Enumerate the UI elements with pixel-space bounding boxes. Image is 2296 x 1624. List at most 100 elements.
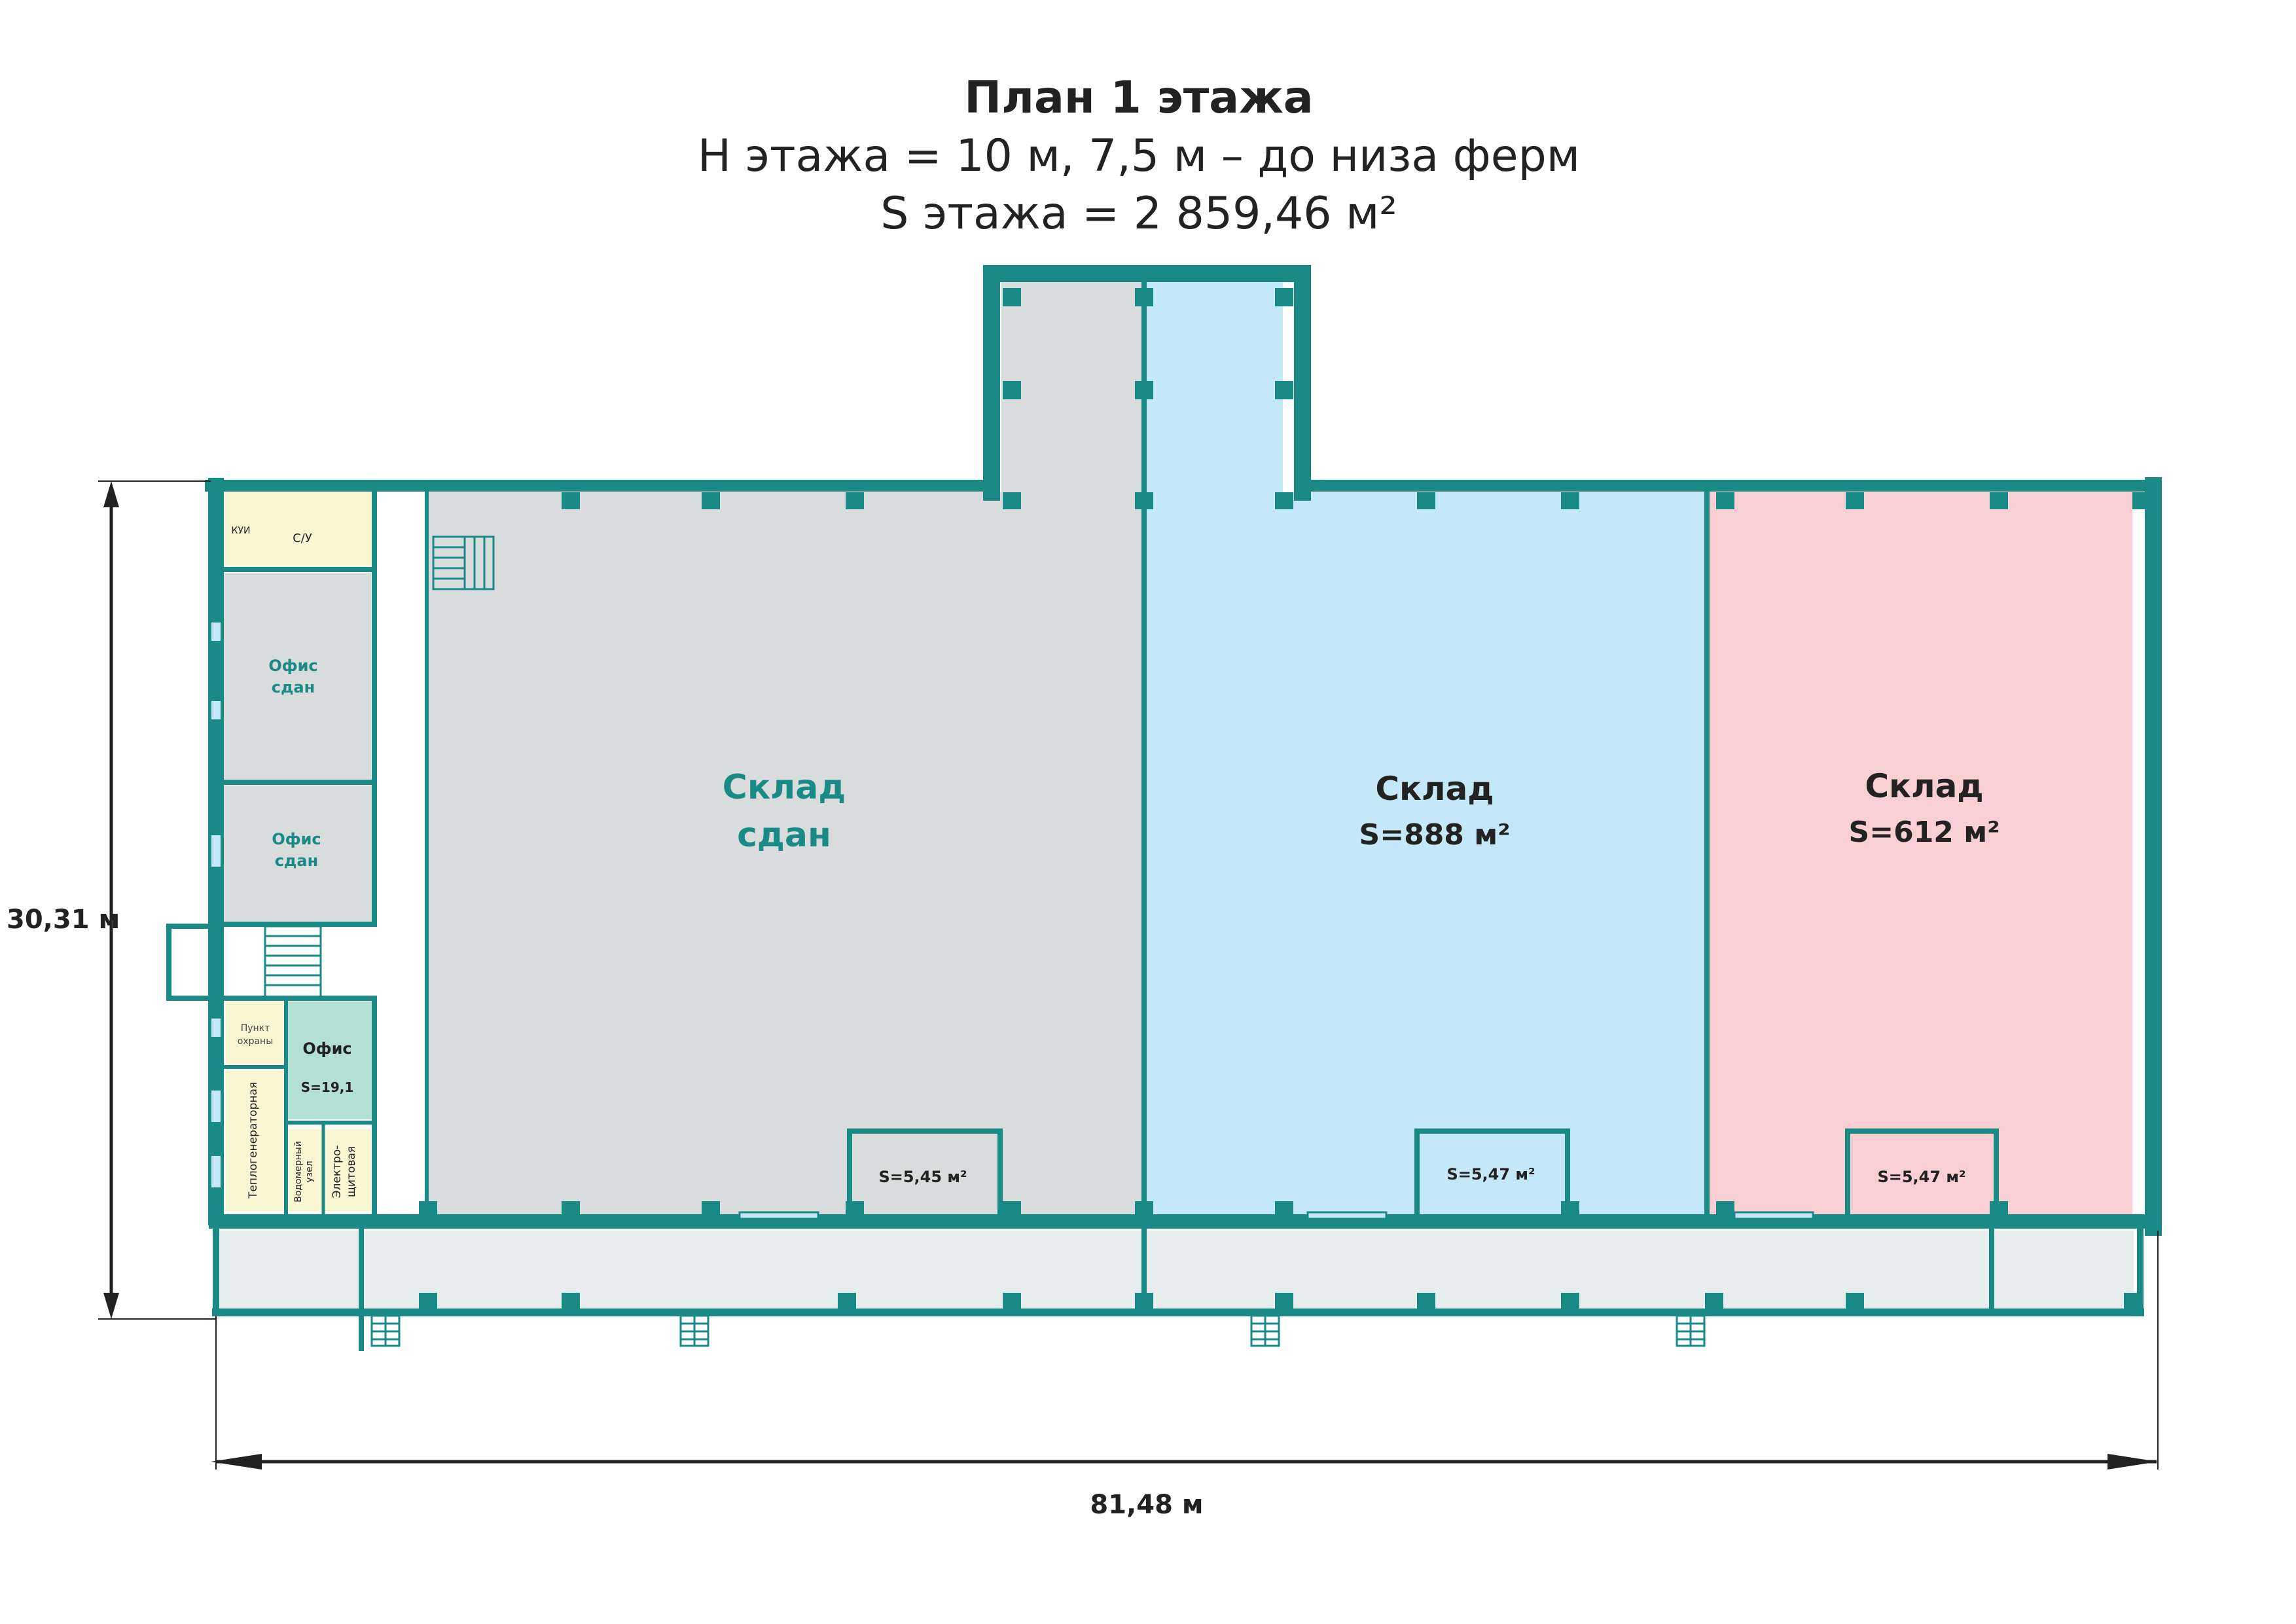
office1-label-2: сдан bbox=[272, 678, 315, 696]
column bbox=[1417, 1293, 1435, 1310]
office2-fill bbox=[224, 785, 373, 923]
warehouse-612-fill bbox=[1708, 492, 2132, 1216]
column bbox=[838, 1293, 856, 1310]
small-room-3-fill bbox=[1848, 1131, 1995, 1213]
warehouse-888-fill bbox=[1145, 281, 1283, 497]
stair-entrance bbox=[264, 925, 322, 1000]
office1-label-1: Офис bbox=[268, 657, 317, 675]
column bbox=[1275, 492, 1293, 509]
column bbox=[1275, 1293, 1293, 1310]
column bbox=[1135, 1293, 1153, 1310]
height-arrow-bottom bbox=[103, 1293, 119, 1319]
warehouse-888-label-2: S=888 м² bbox=[1359, 818, 1511, 852]
column bbox=[2132, 492, 2149, 509]
small-room-2-fill bbox=[1417, 1131, 1566, 1213]
plan-title: План 1 этажа bbox=[964, 72, 1314, 124]
guard-fill bbox=[226, 1001, 283, 1067]
kui-fill bbox=[224, 492, 374, 566]
water-fill bbox=[288, 1129, 322, 1211]
column bbox=[1003, 492, 1021, 509]
warehouse-rented-annex-fill bbox=[1001, 281, 1142, 497]
column bbox=[419, 1293, 437, 1310]
entrance-vestibule bbox=[166, 924, 219, 1001]
guard-label-1: Пункт bbox=[241, 1023, 270, 1034]
column bbox=[2124, 1293, 2142, 1310]
warehouse-888-label-1: Склад bbox=[1375, 770, 1494, 808]
stair-top-steps bbox=[433, 537, 486, 589]
width-arrow-left bbox=[211, 1454, 262, 1470]
warehouse-rented-label-1: Склад bbox=[723, 768, 846, 807]
column bbox=[1561, 1293, 1579, 1310]
column bbox=[1990, 1201, 2008, 1218]
column bbox=[1003, 1293, 1021, 1310]
kui-label: КУИ bbox=[232, 526, 251, 536]
windows bbox=[210, 621, 222, 1189]
small-room-1-label: S=5,45 м² bbox=[878, 1168, 967, 1186]
warehouse-612-label-2: S=612 м² bbox=[1849, 816, 2000, 849]
column bbox=[846, 492, 864, 509]
column bbox=[1275, 381, 1293, 399]
heatgen-label: Теплогенераторная bbox=[247, 1082, 260, 1199]
gate bbox=[738, 1211, 819, 1220]
office1-fill bbox=[224, 573, 371, 779]
stair-top bbox=[432, 535, 495, 590]
walls bbox=[166, 265, 2162, 1351]
stair-entrance-steps bbox=[265, 935, 321, 986]
small-room-3-wall bbox=[1845, 1128, 1999, 1224]
column bbox=[1003, 1201, 1021, 1218]
office2-label-1: Офис bbox=[272, 830, 321, 848]
column bbox=[702, 1201, 720, 1218]
column bbox=[1135, 288, 1153, 306]
window bbox=[210, 1155, 222, 1189]
window bbox=[210, 700, 222, 721]
wc-label: С/У bbox=[293, 532, 312, 545]
room-fills bbox=[216, 281, 2134, 1310]
water-label-1: Водомерный bbox=[293, 1141, 304, 1202]
small-room-3-label: S=5,47 м² bbox=[1877, 1168, 1965, 1186]
column bbox=[1275, 288, 1293, 306]
column bbox=[1846, 1293, 1864, 1310]
column bbox=[562, 1293, 580, 1310]
column bbox=[702, 492, 720, 509]
annex-outer-wall bbox=[983, 265, 1311, 501]
title-block: План 1 этажа Н этажа = 10 м, 7,5 м – до … bbox=[0, 69, 2278, 243]
columns bbox=[419, 288, 2149, 1310]
width-dimension-label: 81,48 м bbox=[1090, 1490, 1203, 1520]
column bbox=[1561, 1201, 1579, 1218]
corridor-fill bbox=[216, 1231, 2134, 1310]
height-arrow-top bbox=[103, 481, 119, 507]
window bbox=[210, 1089, 222, 1123]
office2-label-2: сдан bbox=[275, 852, 318, 870]
dimension-lines bbox=[98, 480, 2159, 1470]
column bbox=[1135, 492, 1153, 509]
column bbox=[1003, 381, 1021, 399]
column bbox=[562, 492, 580, 509]
width-arrow-right bbox=[2108, 1454, 2158, 1470]
office3-label-2: S=19,1 bbox=[301, 1079, 354, 1095]
floor-height-subtitle: Н этажа = 10 м, 7,5 м – до низа ферм bbox=[697, 130, 1581, 182]
small-room-2-label: S=5,47 м² bbox=[1446, 1165, 1535, 1183]
guard-label-2: охраны bbox=[238, 1036, 274, 1047]
column bbox=[1561, 492, 1579, 509]
height-dimension-label: 30,31 м bbox=[7, 905, 120, 935]
exterior-stair-steps bbox=[1251, 1316, 1279, 1346]
stairs bbox=[264, 535, 1814, 1347]
column bbox=[1135, 381, 1153, 399]
warehouse-612-label-1: Склад bbox=[1865, 767, 1983, 805]
gate bbox=[1733, 1211, 1814, 1220]
small-room-1-wall bbox=[847, 1128, 1003, 1224]
column bbox=[1716, 1201, 1734, 1218]
warehouse-888-main-fill bbox=[1145, 492, 1705, 1216]
column bbox=[419, 1201, 437, 1218]
exterior-stair-steps bbox=[1677, 1316, 1704, 1346]
office3-label-1: Офис bbox=[302, 1039, 351, 1058]
column bbox=[846, 1201, 864, 1218]
floor-area-subtitle: S этажа = 2 859,46 м² bbox=[880, 188, 1397, 240]
heatgen-fill bbox=[226, 1070, 283, 1211]
column bbox=[1135, 1201, 1153, 1218]
small-room-2-wall bbox=[1414, 1128, 1570, 1224]
exterior-stair-steps bbox=[372, 1316, 399, 1346]
exterior-stair-steps bbox=[681, 1316, 708, 1346]
column bbox=[1003, 288, 1021, 306]
